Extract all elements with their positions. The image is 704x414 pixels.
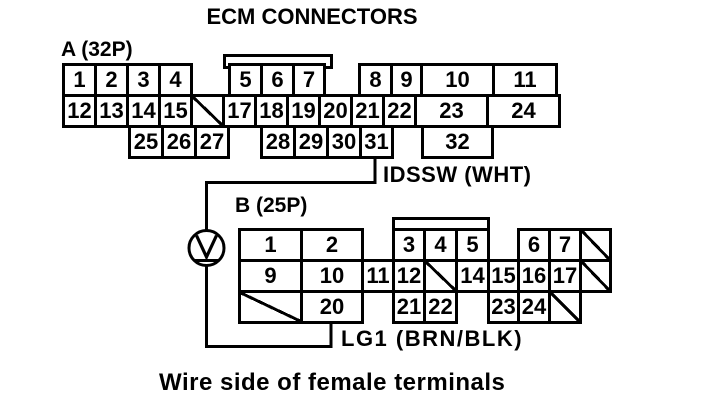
pin-a-28: 28 — [260, 125, 296, 159]
pin-a-25: 25 — [128, 125, 164, 159]
pin-a-17: 17 — [222, 94, 257, 128]
idssw-wire-label: IDSSW (WHT) — [383, 162, 532, 187]
pin-a-8: 8 — [358, 63, 393, 97]
pin-b-7: 7 — [548, 228, 582, 262]
pin-b-1: 1 — [238, 228, 303, 262]
blank-pin-cell — [579, 259, 612, 293]
pin-b-10: 10 — [300, 259, 364, 293]
pin-a-1: 1 — [62, 63, 97, 97]
pin-b-4: 4 — [423, 228, 458, 262]
pin-b-12: 12 — [392, 259, 426, 293]
pin-b-5: 5 — [455, 228, 490, 262]
pin-b-22: 22 — [423, 290, 458, 324]
pin-a-4: 4 — [158, 63, 193, 97]
pin-a-2: 2 — [94, 63, 129, 97]
pin-b-15: 15 — [487, 259, 520, 293]
pin-a-10: 10 — [420, 63, 495, 97]
pin-a-11: 11 — [492, 63, 558, 97]
connector-a-label: A (32P) — [61, 38, 133, 61]
pin-a-21: 21 — [350, 94, 385, 128]
pin-a-26: 26 — [161, 125, 197, 159]
pin-a-22: 22 — [382, 94, 417, 128]
pin-a-31: 31 — [359, 125, 394, 159]
pin-a-23: 23 — [414, 94, 489, 128]
pin-a-18: 18 — [254, 94, 289, 128]
connector-b-label: B (25P) — [235, 194, 308, 217]
pin-a-12: 12 — [62, 94, 97, 128]
pin-a-32: 32 — [421, 125, 494, 159]
blank-pin-cell — [548, 290, 582, 324]
pin-b-2: 2 — [300, 228, 364, 262]
pin-a-19: 19 — [286, 94, 321, 128]
pin-b-20: 20 — [300, 290, 364, 324]
pin-a-7: 7 — [292, 63, 326, 97]
pin-b-17: 17 — [548, 259, 582, 293]
pin-a-29: 29 — [293, 125, 329, 159]
diagram-caption: Wire side of female terminals — [159, 369, 506, 396]
blank-pin-cell — [190, 94, 225, 128]
lg1-wire — [205, 266, 333, 348]
pin-a-27: 27 — [194, 125, 230, 159]
lg1-wire-label: LG1 (BRN/BLK) — [341, 326, 524, 351]
pin-a-13: 13 — [94, 94, 129, 128]
pin-b-6: 6 — [517, 228, 551, 262]
pin-a-30: 30 — [326, 125, 362, 159]
pin-a-24: 24 — [486, 94, 561, 128]
blank-pin-cell — [423, 259, 458, 293]
pin-a-3: 3 — [126, 63, 161, 97]
pin-b-23: 23 — [487, 290, 520, 324]
pin-a-20: 20 — [318, 94, 353, 128]
pin-b-16: 16 — [517, 259, 551, 293]
blank-pin-cell — [579, 228, 612, 262]
diagram-title: ECM CONNECTORS — [206, 4, 418, 29]
idssw-wire — [205, 157, 377, 231]
pin-a-9: 9 — [390, 63, 423, 97]
blank-pin-cell — [238, 290, 303, 324]
pin-a-6: 6 — [260, 63, 295, 97]
pin-a-14: 14 — [126, 94, 161, 128]
pin-b-9: 9 — [238, 259, 303, 293]
pin-b-21: 21 — [392, 290, 426, 324]
voltmeter-icon — [187, 229, 226, 267]
pin-a-15: 15 — [158, 94, 193, 128]
pin-b-3: 3 — [392, 228, 426, 262]
pin-b-24: 24 — [517, 290, 551, 324]
pin-b-14: 14 — [455, 259, 490, 293]
pin-a-5: 5 — [228, 63, 263, 97]
pin-b-11: 11 — [361, 259, 395, 293]
